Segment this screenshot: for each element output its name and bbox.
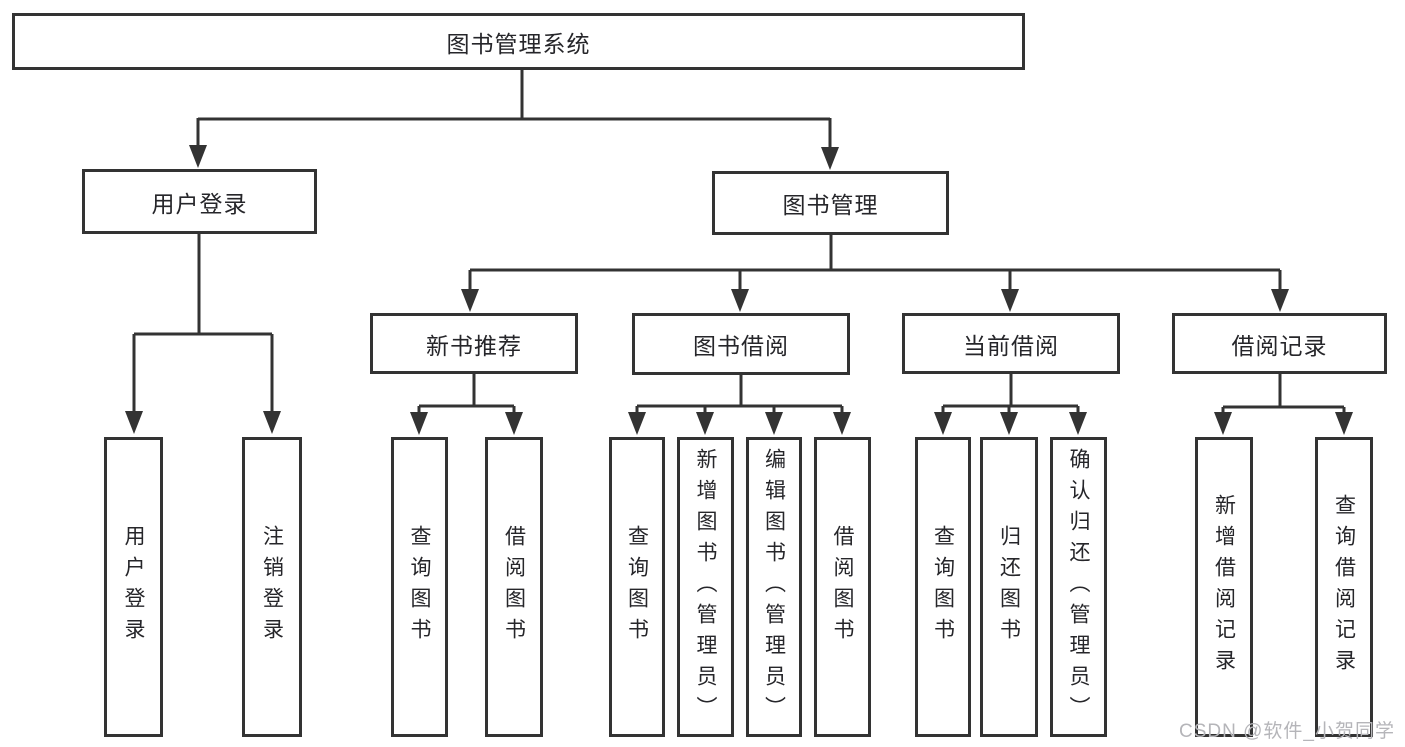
node-label: 图书借阅 (693, 333, 789, 359)
leaf-logout: 注销登录 (242, 437, 302, 737)
leaf-borrow-books: 借阅图书 (814, 437, 871, 737)
leaf-user-login: 用户登录 (104, 437, 163, 737)
node-label: 新增借阅记录 (1212, 494, 1236, 680)
node-label: 借阅图书 (502, 525, 526, 649)
node-label: 新书推荐 (426, 332, 522, 359)
leaf-query-borrow-record: 查询借阅记录 (1315, 437, 1373, 737)
node-label: 图书管理系统 (446, 30, 591, 57)
node-label: 编辑图书（管理员） (762, 447, 786, 727)
node-new-book-recommendation: 新书推荐 (370, 313, 578, 374)
leaf-query-books-recommend: 查询图书 (391, 437, 448, 737)
node-label: 查询图书 (625, 525, 649, 649)
node-label: 借阅记录 (1231, 332, 1328, 359)
leaf-add-book-admin: 新增图书（管理员） (677, 437, 734, 737)
leaf-edit-book-admin: 编辑图书（管理员） (746, 437, 802, 737)
node-book-management: 图书管理 (712, 171, 949, 235)
node-label: 图书管理 (782, 192, 879, 218)
node-label: 查询图书 (408, 525, 431, 649)
node-label: 确认归还（管理员） (1067, 447, 1090, 727)
node-borrowing-records: 借阅记录 (1172, 313, 1387, 374)
leaf-return-book: 归还图书 (980, 437, 1038, 737)
leaf-query-books-borrow: 查询图书 (609, 437, 665, 737)
node-user-login: 用户登录 (82, 169, 317, 234)
node-current-borrowing: 当前借阅 (902, 313, 1120, 374)
node-label: 注销登录 (260, 525, 284, 649)
node-label: 当前借阅 (963, 332, 1059, 359)
node-label: 查询借阅记录 (1332, 494, 1356, 680)
node-label: 新增图书（管理员） (694, 447, 717, 727)
leaf-query-books-current: 查询图书 (915, 437, 971, 737)
node-label: 归还图书 (997, 525, 1021, 649)
arrowheads (125, 145, 1353, 435)
node-library-management-system-root: 图书管理系统 (12, 13, 1025, 70)
node-label: 用户登录 (151, 190, 248, 217)
leaf-add-borrow-record: 新增借阅记录 (1195, 437, 1253, 737)
csdn-watermark: CSDN @软件_小贺同学 (1179, 721, 1395, 742)
leaf-confirm-return-admin: 确认归还（管理员） (1050, 437, 1107, 737)
node-label: 借阅图书 (831, 525, 854, 649)
leaf-borrow-books-recommend: 借阅图书 (485, 437, 543, 737)
node-label: 查询图书 (931, 525, 955, 649)
node-label: 用户登录 (122, 525, 145, 649)
node-book-borrowing: 图书借阅 (632, 313, 850, 375)
